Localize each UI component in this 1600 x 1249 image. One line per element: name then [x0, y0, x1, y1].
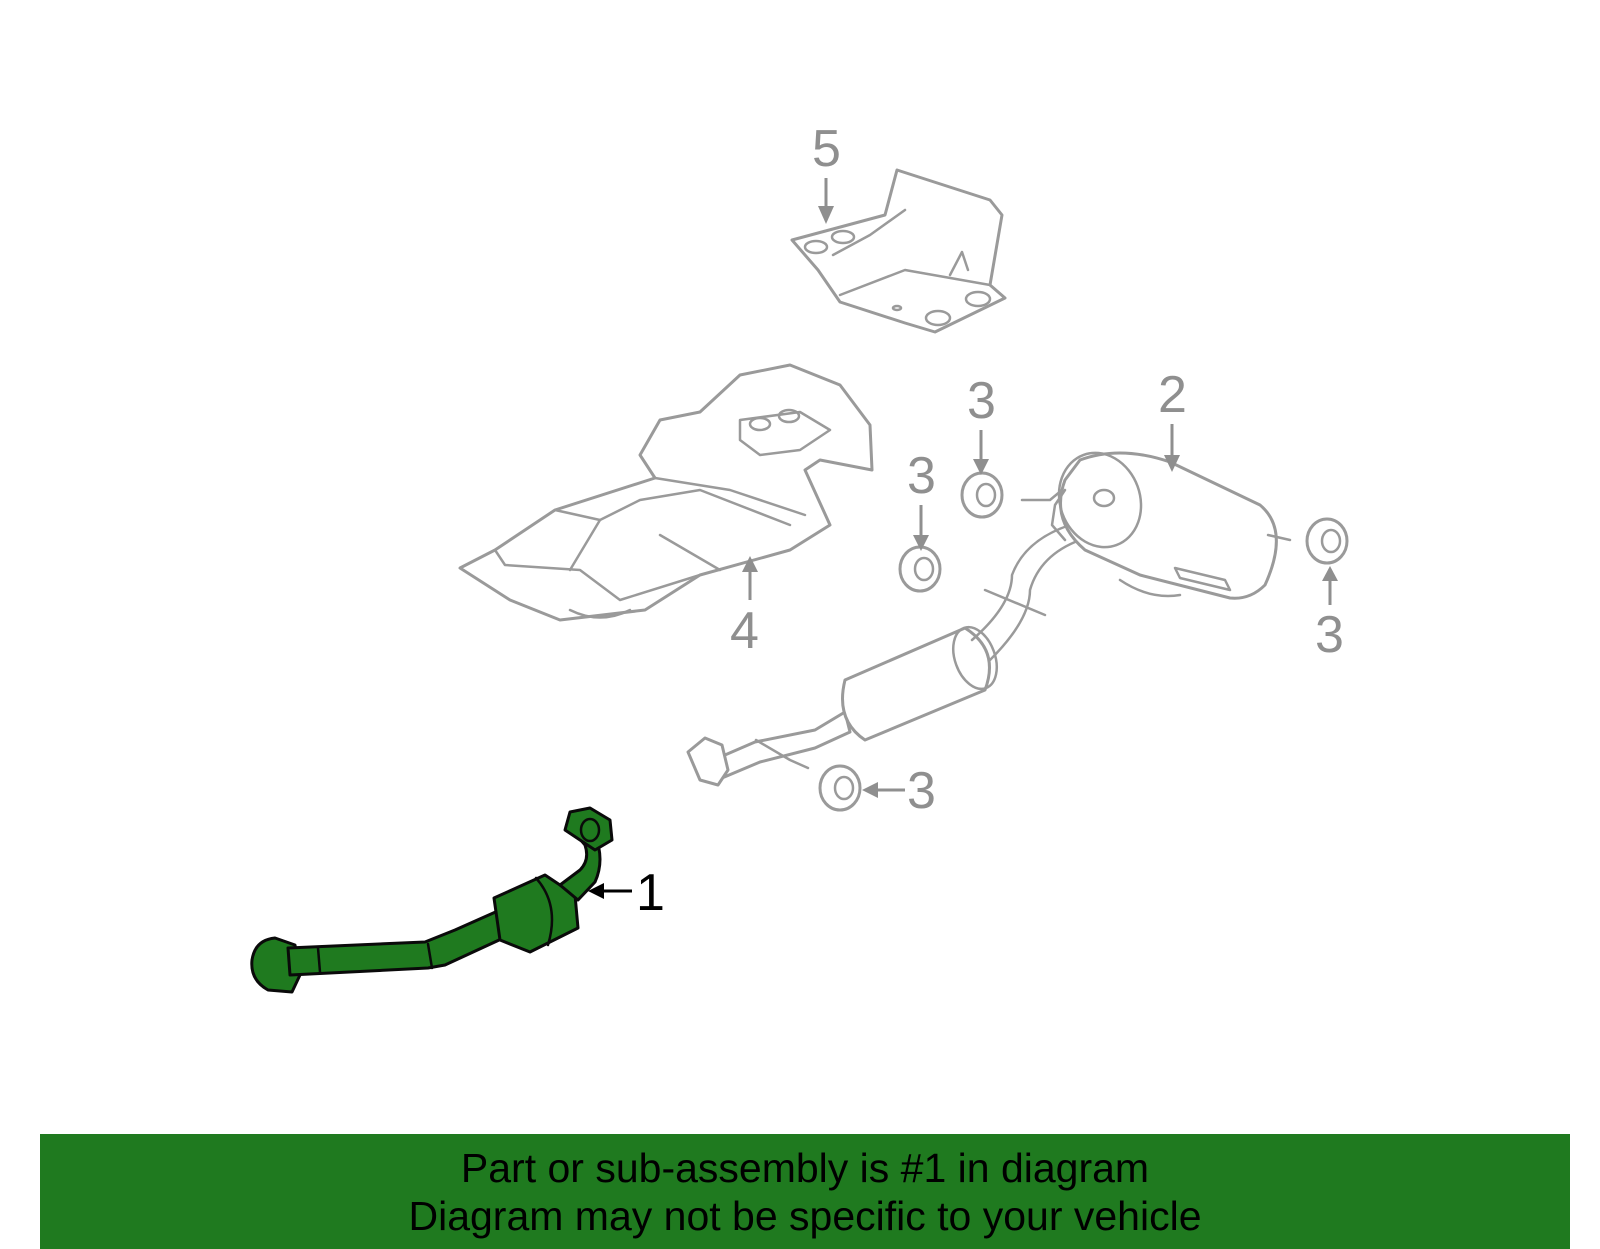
info-banner: Part or sub-assembly is #1 in diagram Di… — [40, 1134, 1570, 1249]
callout-4: 4 — [730, 556, 759, 660]
banner-line-2: Diagram may not be specific to your vehi… — [408, 1193, 1202, 1239]
banner-line-1: Part or sub-assembly is #1 in diagram — [460, 1145, 1150, 1191]
callout-3d-label: 3 — [907, 762, 936, 820]
callout-5: 5 — [812, 120, 841, 224]
part-4-underbody-shield[interactable] — [458, 363, 874, 622]
part-3-hanger-b[interactable] — [960, 471, 1004, 519]
part-5-heat-shield[interactable] — [790, 168, 1007, 334]
callout-3a: 3 — [907, 447, 936, 551]
callout-3d: 3 — [862, 762, 936, 820]
callout-1: 1 — [588, 864, 665, 922]
callout-2-label: 2 — [1158, 366, 1187, 424]
callout-1-label: 1 — [636, 864, 665, 922]
part-2-muffler-assembly[interactable] — [686, 441, 1292, 787]
callout-3a-label: 3 — [907, 447, 936, 505]
callout-3c: 3 — [1315, 566, 1344, 664]
part-3-hanger-a[interactable] — [898, 545, 942, 593]
part-3-hanger-c[interactable] — [1305, 517, 1349, 565]
callout-2: 2 — [1158, 366, 1187, 472]
callout-5-label: 5 — [812, 120, 841, 178]
callout-3b-label: 3 — [967, 372, 996, 430]
callout-4-label: 4 — [730, 602, 759, 660]
part-1-catalytic-converter[interactable] — [250, 806, 614, 994]
callout-3c-label: 3 — [1315, 606, 1344, 664]
callout-3b: 3 — [967, 372, 996, 475]
part-3-hanger-d[interactable] — [818, 764, 862, 812]
